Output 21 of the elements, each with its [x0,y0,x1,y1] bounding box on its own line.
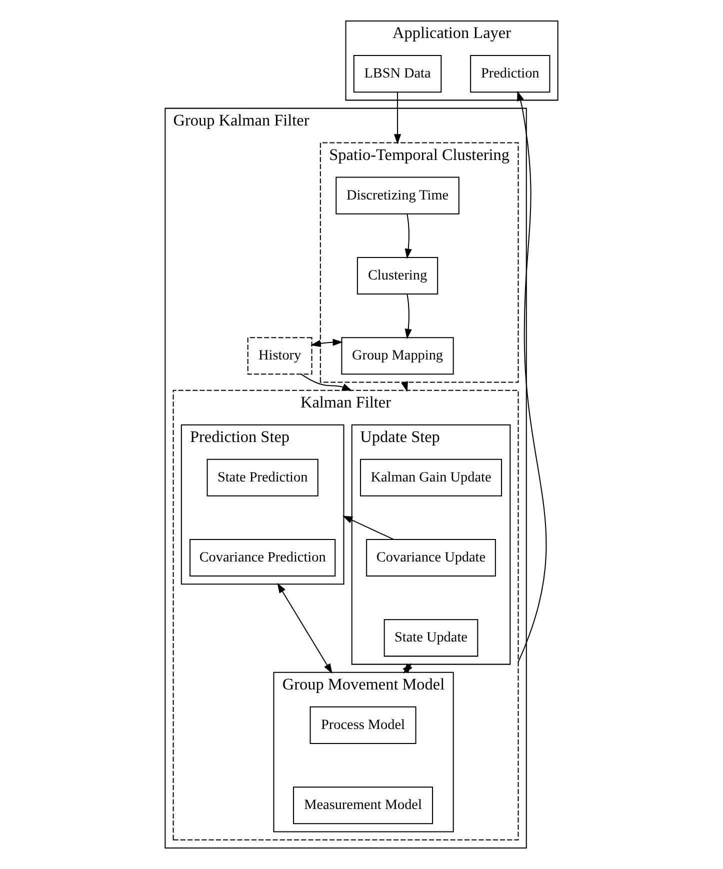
node-box: State Prediction [206,458,318,496]
arrow [277,582,332,674]
node-box: Clustering [356,256,438,294]
node-box: Covariance Update [366,539,496,577]
node-box: Measurement Model [293,786,434,824]
arrow [342,516,394,540]
node-box: Group Mapping [341,337,454,375]
node-box: Covariance Prediction [190,539,336,577]
arrow [517,90,547,662]
arrow [404,214,412,259]
arrow [394,92,402,144]
arrow [404,294,412,340]
node-box: LBSN Data [353,55,442,93]
arrow [310,338,343,347]
node-box: Discretizing Time [336,176,460,214]
node-box: History [247,337,312,375]
node-box: Kalman Gain Update [360,458,502,496]
arrow [300,374,352,391]
node-box: Prediction [470,55,550,93]
node-box: Process Model [310,706,416,744]
node-box: State Update [384,619,478,657]
